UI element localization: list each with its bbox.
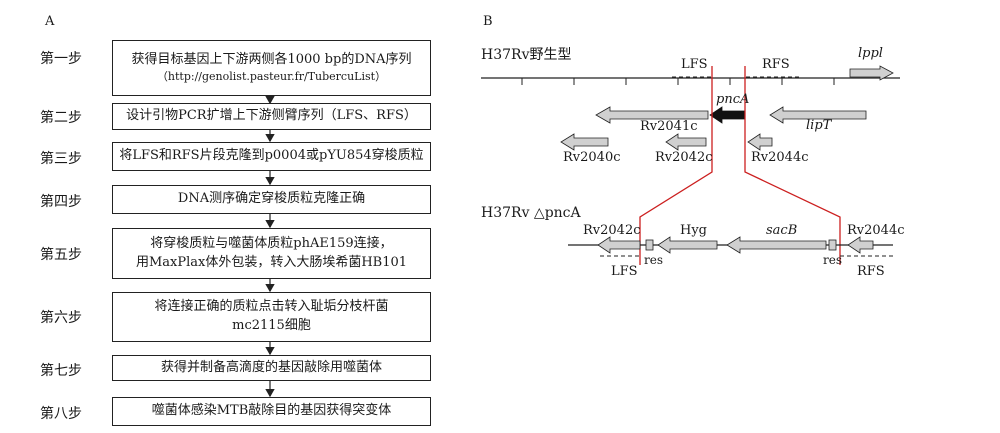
step-3-text: 将LFS和RFS片段克隆到p0004或pYU854穿梭质粒 [119,148,424,164]
rv2040c-label: Rv2040c [563,150,621,165]
pnca-label: pncA [716,92,750,107]
gene-rv2042c-arrow [665,133,707,151]
rv2041c-label: Rv2041c [640,119,698,134]
gene-hyg-arrow [657,236,718,254]
wildtype-title: H37Rv野生型 [481,47,572,63]
step-5-box: 将穿梭质粒与噬菌体质粒phAE159连接， 用MaxPlax体外包装，转入大肠埃… [112,228,431,279]
step-5-label: 第五步 [40,247,82,263]
panel-b-letter: B [483,14,493,29]
step-1-label: 第一步 [40,51,82,67]
step-1-text: 获得目标基因上下游两侧各1000 bp的DNA序列 [131,51,412,67]
gene-sacb-arrow [726,236,827,254]
gene-pnca-arrow [709,106,746,124]
step-2-box: 设计引物PCR扩增上下游侧臂序列（LFS、RFS） [112,103,431,130]
res-left-box [645,239,654,251]
mutant-rv2042c-label: Rv2042c [583,223,641,238]
mutant-title: H37Rv △pncA [481,205,581,221]
gene-rv2040c-arrow [560,133,609,151]
rv2044c-label: Rv2044c [751,150,809,165]
step-3-label: 第三步 [40,151,82,167]
mutant-rv2044c-label: Rv2044c [847,223,905,238]
step-7-text: 获得并制备高滴度的基因敲除用噬菌体 [160,359,382,375]
res-right-box [828,239,837,251]
sacb-label: sacB [766,223,798,238]
wildtype-map [481,65,900,151]
deletion-right-line [744,66,841,265]
lfs-label: LFS [681,57,708,72]
step-2-label: 第二步 [40,110,82,126]
mutant-rfs-label: RFS [857,264,885,279]
gene-rv2044c-arrow [747,133,773,151]
step-3-box: 将LFS和RFS片段克隆到p0004或pYU854穿梭质粒 [112,142,431,171]
panel-a-letter: A [45,14,55,29]
step-4-box: DNA测序确定穿梭质粒克隆正确 [112,185,431,214]
gene-lppl-arrow [849,65,894,81]
step-8-label: 第八步 [40,406,82,422]
step-6-label: 第六步 [40,310,82,326]
step-6-box: 将连接正确的质粒点击转入耻垢分枝杆菌 mc2115细胞 [112,292,431,342]
lipt-label: lipT [806,118,832,133]
step-5-text-line-2: 用MaxPlax体外包装，转入大肠埃希菌HB101 [135,254,408,270]
step-4-text: DNA测序确定穿梭质粒克隆正确 [177,191,366,207]
res-left-label: res [644,253,663,267]
gene-rv2041c-arrow [595,106,709,124]
mutant-map [568,236,895,257]
mutant-gene-rv2044c-arrow [847,236,874,254]
step-8-box: 噬菌体感染MTB敲除目的基因获得突变体 [112,397,431,426]
step-7-box: 获得并制备高滴度的基因敲除用噬菌体 [112,355,431,381]
step-7-label: 第七步 [40,363,82,379]
gene-lipt-arrow [769,106,867,124]
step-4-label: 第四步 [40,194,82,210]
rfs-label: RFS [762,57,790,72]
step-5-text-line-1: 将穿梭质粒与噬菌体质粒phAE159连接， [150,235,393,251]
step-2-text: 设计引物PCR扩增上下游侧臂序列（LFS、RFS） [126,108,417,124]
lppl-label: lppl [858,46,883,61]
res-right-label: res [823,253,842,267]
step-6-text-line-1: 将连接正确的质粒点击转入耻垢分枝杆菌 [154,299,389,315]
step-6-text-line-2: mc2115细胞 [232,318,311,333]
step-1-url: （http://genolist.pasteur.fr/TubercuList） [156,70,387,84]
hyg-label: Hyg [680,223,708,238]
mutant-lfs-label: LFS [611,264,638,279]
mutant-gene-rv2042c-arrow [597,236,641,254]
rv2042c-label: Rv2042c [655,150,713,165]
step-8-text: 噬菌体感染MTB敲除目的基因获得突变体 [151,403,392,419]
step-1-box: 获得目标基因上下游两侧各1000 bp的DNA序列 （http://genoli… [112,40,431,96]
